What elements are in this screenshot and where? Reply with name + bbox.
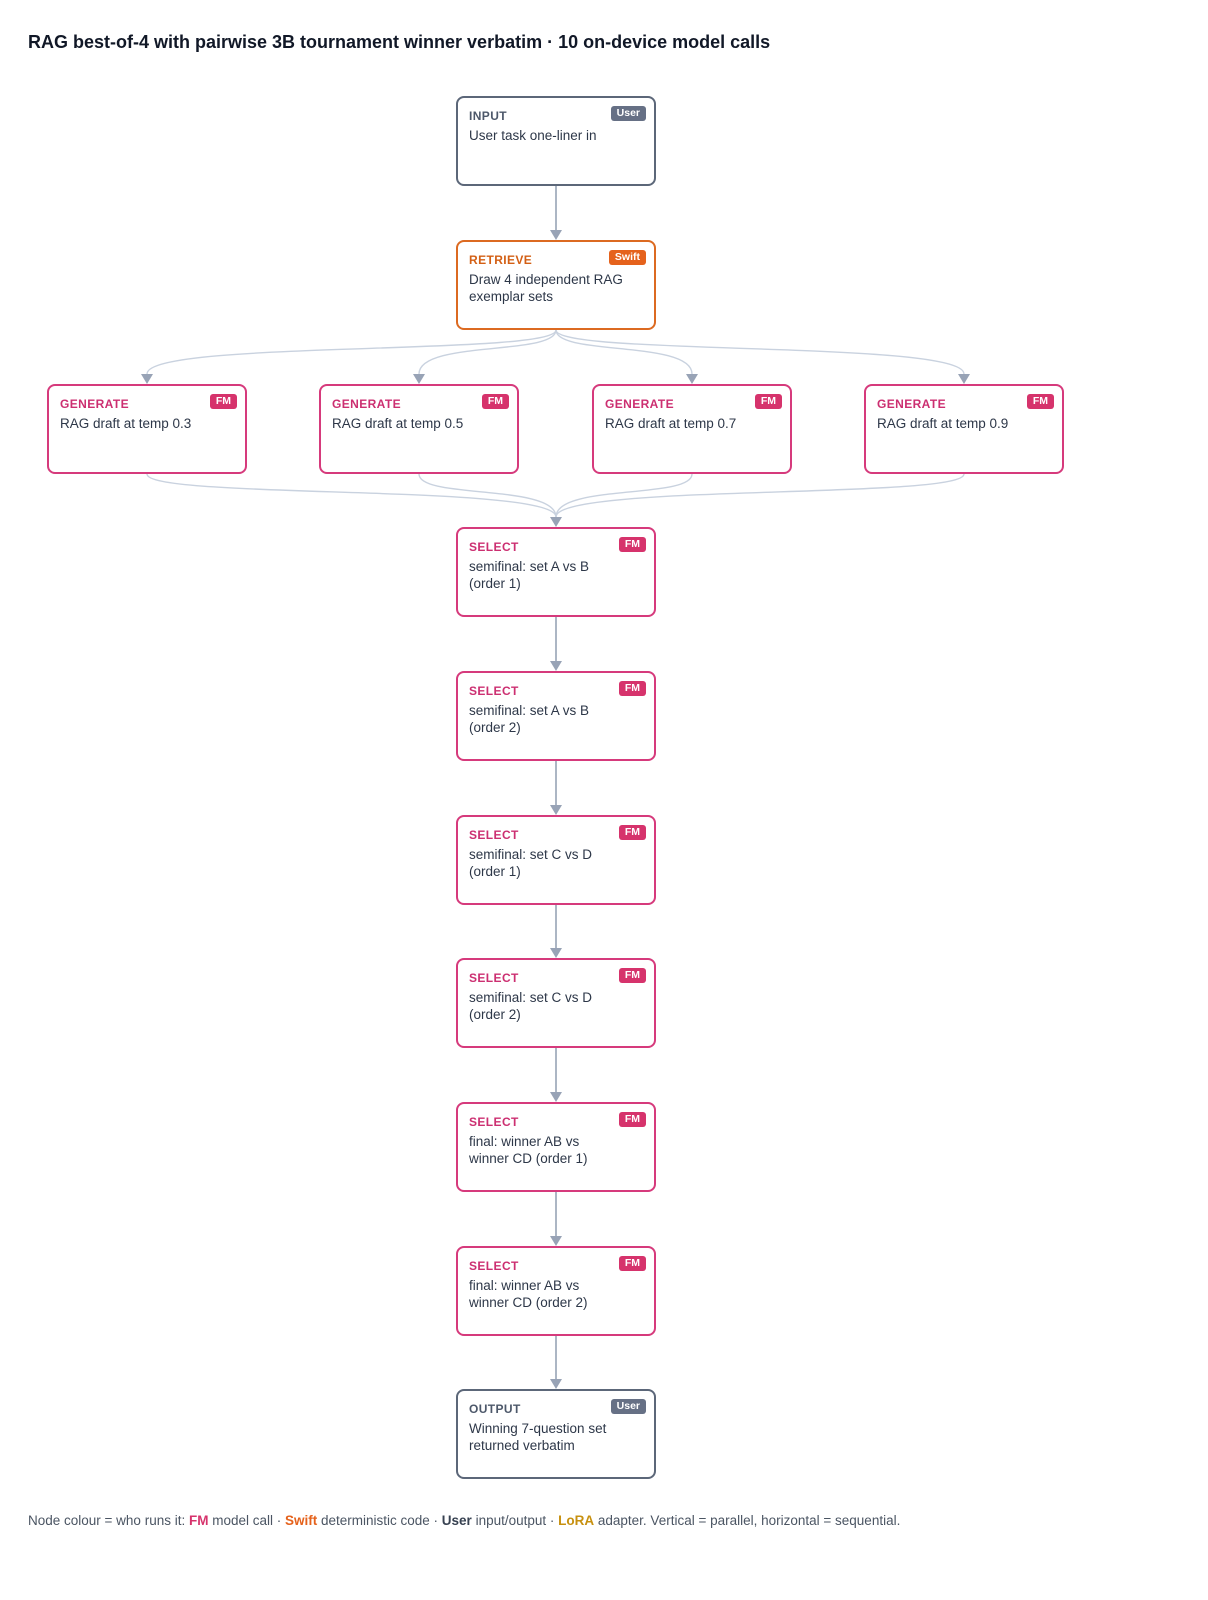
edge-retrieve-to-gen4 — [555, 329, 965, 375]
node-retrieve[interactable]: RETRIEVE Swift Draw 4 independent RAG ex… — [456, 240, 656, 330]
node-generate-3[interactable]: GENERATE FM RAG draft at temp 0.7 — [592, 384, 792, 474]
node-kind-label: RETRIEVE — [469, 253, 533, 267]
legend-lora-text: adapter. Vertical = parallel, horizontal… — [594, 1513, 901, 1528]
runner-badge-fm: FM — [618, 1112, 646, 1127]
arrowhead-into-gen4 — [958, 374, 970, 384]
legend-lora-key: LoRA — [558, 1513, 595, 1528]
arrowhead-into-output — [550, 1379, 562, 1389]
legend-prefix: Node colour = who runs it: — [28, 1513, 189, 1528]
runner-badge-fm: FM — [618, 1256, 646, 1271]
runner-badge-fm: FM — [618, 968, 646, 983]
edge-gen3-to-sel1 — [555, 473, 693, 518]
node-kind-label: SELECT — [469, 684, 519, 698]
runner-badge-fm: FM — [618, 537, 646, 552]
edge-retrieve-to-gen2 — [418, 329, 557, 375]
arrowhead-into-sel5 — [550, 1092, 562, 1102]
arrowhead-into-sel2 — [550, 661, 562, 671]
runner-badge-fm: FM — [754, 394, 782, 409]
runner-badge-fm: FM — [1026, 394, 1054, 409]
runner-badge-fm: FM — [618, 825, 646, 840]
node-kind-label: GENERATE — [60, 397, 129, 411]
node-description: Winning 7-question set returned verbatim — [469, 1421, 607, 1453]
node-generate-1[interactable]: GENERATE FM RAG draft at temp 0.3 — [47, 384, 247, 474]
node-description: RAG draft at temp 0.3 — [60, 416, 192, 431]
node-kind-label: GENERATE — [332, 397, 401, 411]
arrowhead-into-sel1 — [550, 517, 562, 527]
node-kind-label: GENERATE — [877, 397, 946, 411]
runner-badge-swift: Swift — [608, 250, 646, 265]
edge-retrieve-to-gen1 — [146, 329, 557, 375]
node-description: semifinal: set A vs B (order 2) — [469, 703, 590, 735]
node-select-4[interactable]: SELECT FM semifinal: set C vs D (order 2… — [456, 958, 656, 1048]
runner-badge-fm: FM — [209, 394, 237, 409]
edge-gen1-to-sel1 — [146, 473, 557, 518]
node-kind-label: SELECT — [469, 1115, 519, 1129]
node-select-1[interactable]: SELECT FM semifinal: set A vs B (order 1… — [456, 527, 656, 617]
legend-user-key: User — [441, 1513, 472, 1528]
node-description: final: winner AB vs winner CD (order 1) — [469, 1134, 588, 1166]
node-description: RAG draft at temp 0.7 — [605, 416, 737, 431]
arrowhead-into-retrieve — [550, 230, 562, 240]
node-description: semifinal: set C vs D (order 2) — [469, 990, 593, 1022]
legend-fm-text: model call · — [208, 1513, 285, 1528]
legend-swift-key: Swift — [285, 1513, 318, 1528]
legend-user-text: input/output · — [471, 1513, 559, 1528]
arrowhead-into-sel4 — [550, 948, 562, 958]
node-output[interactable]: OUTPUT User Winning 7-question set retur… — [456, 1389, 656, 1479]
arrowhead-into-gen1 — [141, 374, 153, 384]
node-kind-label: OUTPUT — [469, 1402, 521, 1416]
arrowhead-into-sel6 — [550, 1236, 562, 1246]
diagram-title: RAG best-of-4 with pairwise 3B tournamen… — [28, 32, 771, 52]
node-description: final: winner AB vs winner CD (order 2) — [469, 1278, 588, 1310]
node-kind-label: GENERATE — [605, 397, 674, 411]
legend-fm-key: FM — [188, 1513, 209, 1528]
node-select-5[interactable]: SELECT FM final: winner AB vs winner CD … — [456, 1102, 656, 1192]
runner-badge-user: User — [610, 1399, 646, 1414]
node-kind-label: SELECT — [469, 540, 519, 554]
node-kind-label: SELECT — [469, 1259, 519, 1273]
node-input[interactable]: INPUT User User task one-liner in — [456, 96, 656, 186]
edge-gen2-to-sel1 — [418, 473, 557, 518]
node-generate-4[interactable]: GENERATE FM RAG draft at temp 0.9 — [864, 384, 1064, 474]
edge-gen4-to-sel1 — [555, 473, 965, 518]
edge-retrieve-to-gen3 — [555, 329, 693, 375]
runner-badge-user: User — [610, 106, 646, 121]
node-description: RAG draft at temp 0.9 — [877, 416, 1009, 431]
node-generate-2[interactable]: GENERATE FM RAG draft at temp 0.5 — [319, 384, 519, 474]
legend-caption: Node colour = who runs it: FM model call… — [28, 1513, 900, 1528]
node-select-3[interactable]: SELECT FM semifinal: set C vs D (order 1… — [456, 815, 656, 905]
node-kind-label: SELECT — [469, 828, 519, 842]
node-description: Draw 4 independent RAG exemplar sets — [469, 272, 623, 304]
node-description: User task one-liner in — [469, 128, 597, 143]
node-description: RAG draft at temp 0.5 — [332, 416, 464, 431]
node-kind-label: INPUT — [469, 109, 507, 123]
node-select-6[interactable]: SELECT FM final: winner AB vs winner CD … — [456, 1246, 656, 1336]
node-select-2[interactable]: SELECT FM semifinal: set A vs B (order 2… — [456, 671, 656, 761]
legend-swift-text: deterministic code · — [317, 1513, 442, 1528]
arrowhead-into-gen2 — [413, 374, 425, 384]
runner-badge-fm: FM — [481, 394, 509, 409]
arrowhead-into-sel3 — [550, 805, 562, 815]
node-description: semifinal: set C vs D (order 1) — [469, 847, 593, 879]
node-kind-label: SELECT — [469, 971, 519, 985]
arrowhead-into-gen3 — [686, 374, 698, 384]
node-description: semifinal: set A vs B (order 1) — [469, 559, 590, 591]
runner-badge-fm: FM — [618, 681, 646, 696]
